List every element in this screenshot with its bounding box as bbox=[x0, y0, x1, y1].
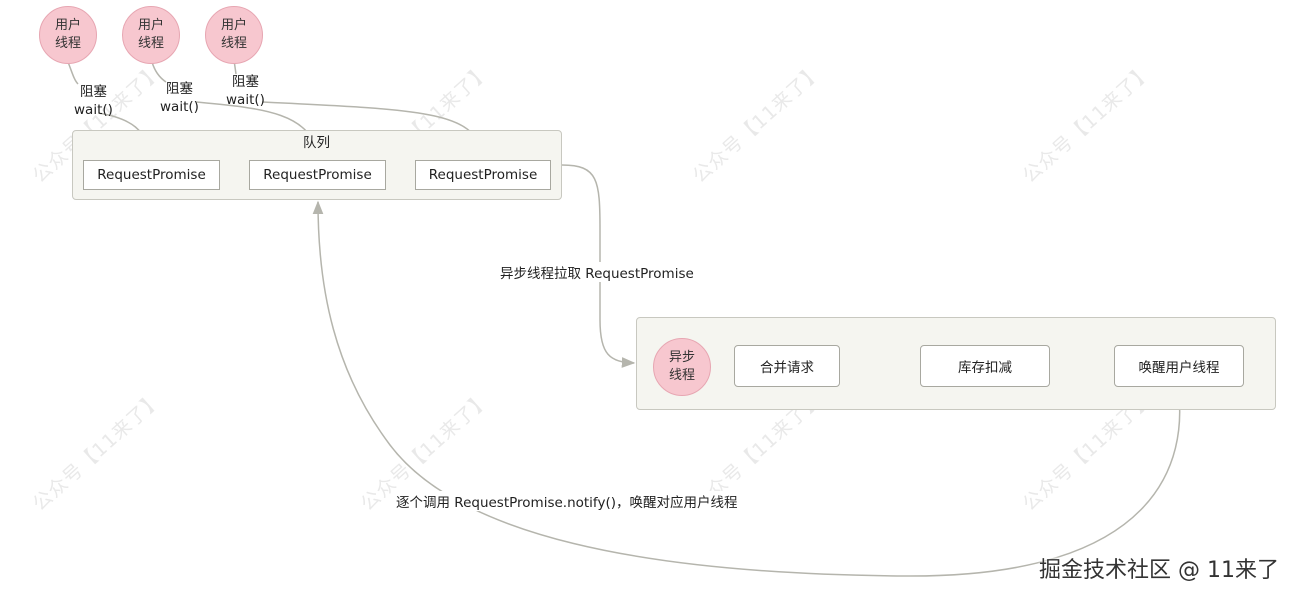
request-promise-box: RequestPromise bbox=[83, 160, 220, 190]
block-label-method: wait() bbox=[74, 102, 113, 118]
async-thread-label: 异步 线程 bbox=[668, 350, 695, 383]
merge-request-step: 合并请求 bbox=[734, 345, 840, 387]
block-label-text: 阻塞 bbox=[165, 81, 193, 97]
block-label-text: 阻塞 bbox=[231, 74, 259, 90]
user-thread-label: 用户 线程 bbox=[54, 18, 81, 51]
stock-deduct-step: 库存扣减 bbox=[920, 345, 1050, 387]
user-thread-1: 用户 线程 bbox=[39, 6, 97, 64]
wake-user-thread-step: 唤醒用户线程 bbox=[1114, 345, 1244, 387]
user-thread-label: 用户 线程 bbox=[220, 18, 247, 51]
block-label-method: wait() bbox=[226, 92, 265, 108]
request-promise-box: RequestPromise bbox=[415, 160, 551, 190]
notify-edge-label: 逐个调用 RequestPromise.notify()，唤醒对应用户线程 bbox=[396, 491, 738, 511]
block-label-2: 阻塞 wait() bbox=[160, 80, 199, 116]
brand-watermark: 掘金技术社区 @ 11来了 bbox=[1039, 558, 1279, 583]
request-promise-box: RequestPromise bbox=[249, 160, 386, 190]
block-label-3: 阻塞 wait() bbox=[226, 73, 265, 109]
block-label-text: 阻塞 bbox=[79, 84, 107, 100]
queue-title: 队列 bbox=[303, 135, 330, 151]
edge-notify-to-queue bbox=[312, 200, 1181, 577]
block-label-1: 阻塞 wait() bbox=[74, 83, 113, 119]
user-thread-3: 用户 线程 bbox=[205, 6, 263, 64]
edge-queue-to-async bbox=[561, 164, 636, 368]
edge-thread1-wait bbox=[67, 61, 79, 85]
pull-edge-label: 异步线程拉取 RequestPromise bbox=[500, 262, 694, 282]
block-label-method: wait() bbox=[160, 99, 199, 115]
user-thread-2: 用户 线程 bbox=[122, 6, 180, 64]
edge-thread2-wait bbox=[151, 61, 167, 83]
async-thread: 异步 线程 bbox=[653, 338, 711, 396]
user-thread-label: 用户 线程 bbox=[137, 18, 164, 51]
